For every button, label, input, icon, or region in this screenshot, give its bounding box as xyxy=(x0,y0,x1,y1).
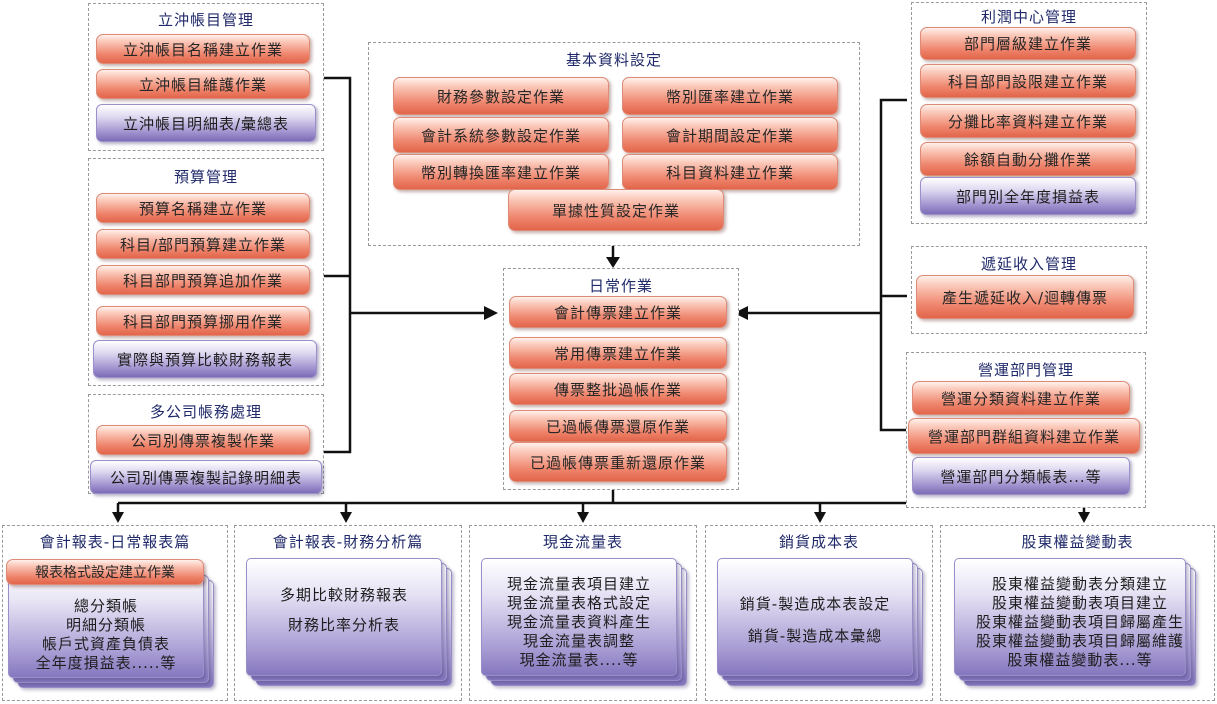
daily-ops-title: 日常作業 xyxy=(588,277,653,295)
report-line[interactable]: 現金流量表格式設定 xyxy=(506,593,651,612)
allocation-ratio-button[interactable]: 分攤比率資料建立作業 xyxy=(920,104,1136,138)
report-line[interactable]: 現金流量表資料產生 xyxy=(506,612,651,631)
cash-flow-title: 現金流量表 xyxy=(542,533,623,551)
cash-flow-stack-front xyxy=(481,558,677,676)
report-line[interactable]: 財務比率分析表 xyxy=(287,616,400,634)
accounting-period-button[interactable]: 會計期間設定作業 xyxy=(622,117,838,153)
currency-conversion-button[interactable]: 幣別轉換匯率建立作業 xyxy=(393,154,609,190)
budget-name-setup-button[interactable]: 預算名稱建立作業 xyxy=(96,193,310,223)
currency-rate-button[interactable]: 幣別匯率建立作業 xyxy=(622,77,838,115)
daily-reports-title: 會計報表-日常報表篇 xyxy=(39,533,191,551)
report-line[interactable]: 股東權益變動表項目歸屬維護 xyxy=(975,631,1184,650)
budget-title: 預算管理 xyxy=(173,168,238,186)
daily-reports-list: 總分類帳 明細分類帳 帳戶式資產負債表 全年度損益表.....等 xyxy=(8,592,204,678)
report-line[interactable]: 多期比較財務報表 xyxy=(279,586,408,604)
multi-company-title: 多公司帳務處理 xyxy=(149,403,262,421)
common-voucher-button[interactable]: 常用傳票建立作業 xyxy=(509,337,727,369)
basic-settings-title: 基本資料設定 xyxy=(565,51,662,69)
report-line[interactable]: 全年度損益表.....等 xyxy=(35,654,177,672)
segment-ledger-report-button[interactable]: 營運部門分類帳表...等 xyxy=(912,457,1130,495)
financial-analysis-list: 多期比較財務報表 財務比率分析表 xyxy=(246,580,442,640)
unpost-voucher-button[interactable]: 已過帳傳票還原作業 xyxy=(509,410,727,442)
batch-posting-button[interactable]: 傳票整批過帳作業 xyxy=(509,373,727,405)
equity-change-stack-front xyxy=(954,558,1186,676)
financial-params-button[interactable]: 財務參數設定作業 xyxy=(393,77,609,115)
report-line[interactable]: 股東權益變動表項目建立 xyxy=(991,593,1168,612)
report-line[interactable]: 銷貨-製造成本表設定 xyxy=(739,595,891,613)
deferred-revenue-title: 遞延收入管理 xyxy=(980,255,1077,273)
deferred-revenue-voucher-button[interactable]: 產生遞延收入/迴轉傳票 xyxy=(916,275,1134,319)
budget-add-button[interactable]: 科目部門預算追加作業 xyxy=(96,265,310,295)
budget-report-button[interactable]: 實際與預算比較財務報表 xyxy=(93,340,317,378)
daily-reports-stack-front xyxy=(8,570,204,678)
document-type-button[interactable]: 單據性質設定作業 xyxy=(508,189,724,231)
report-format-setup-button[interactable]: 報表格式設定建立作業 xyxy=(6,559,204,585)
dept-pnl-report-button[interactable]: 部門別全年度損益表 xyxy=(920,177,1136,215)
repost-voucher-button[interactable]: 已過帳傳票重新還原作業 xyxy=(509,442,727,482)
ledger-maintenance-button[interactable]: 立沖帳目維護作業 xyxy=(96,69,310,99)
company-voucher-log-button[interactable]: 公司別傳票複製記錄明細表 xyxy=(90,460,322,494)
report-line[interactable]: 總分類帳 xyxy=(73,597,138,615)
account-dept-limit-button[interactable]: 科目部門設限建立作業 xyxy=(920,64,1136,98)
voucher-create-button[interactable]: 會計傳票建立作業 xyxy=(509,296,727,328)
auto-allocation-button[interactable]: 餘額自動分攤作業 xyxy=(920,142,1136,176)
profit-center-title: 利潤中心管理 xyxy=(980,8,1077,26)
equity-change-title: 股東權益變動表 xyxy=(1021,533,1134,551)
report-line[interactable]: 股東權益變動表項目歸屬產生 xyxy=(975,612,1184,631)
report-line[interactable]: 股東權益變動表...等 xyxy=(1007,650,1153,669)
ledger-title: 立沖帳目管理 xyxy=(157,11,254,29)
cash-flow-list: 現金流量表項目建立 現金流量表格式設定 現金流量表資料產生 現金流量表調整 現金… xyxy=(481,572,677,672)
report-line[interactable]: 現金流量表項目建立 xyxy=(506,574,651,593)
cogs-list: 銷貨-製造成本表設定 銷貨-製造成本彙總 xyxy=(717,588,913,652)
accounting-params-button[interactable]: 會計系統參數設定作業 xyxy=(393,117,609,153)
report-line[interactable]: 現金流量表....等 xyxy=(519,650,639,669)
budget-transfer-button[interactable]: 科目部門預算挪用作業 xyxy=(96,306,310,336)
segment-group-button[interactable]: 營運部門群組資料建立作業 xyxy=(908,418,1140,454)
account-data-button[interactable]: 科目資料建立作業 xyxy=(622,154,838,190)
cogs-title: 銷貨成本表 xyxy=(778,533,859,551)
report-line[interactable]: 明細分類帳 xyxy=(65,616,146,634)
report-line[interactable]: 股東權益變動表分類建立 xyxy=(991,574,1168,593)
financial-analysis-stack-front xyxy=(246,558,442,676)
operating-segment-title: 營運部門管理 xyxy=(977,361,1074,379)
budget-dept-setup-button[interactable]: 科目/部門預算建立作業 xyxy=(96,229,310,259)
report-line[interactable]: 帳戶式資產負債表 xyxy=(41,635,170,653)
report-line[interactable]: 銷貨-製造成本彙總 xyxy=(747,627,883,645)
dept-level-button[interactable]: 部門層級建立作業 xyxy=(920,27,1136,60)
report-line[interactable]: 現金流量表調整 xyxy=(522,631,635,650)
financial-analysis-title: 會計報表-財務分析篇 xyxy=(272,533,424,551)
ledger-name-setup-button[interactable]: 立沖帳目名稱建立作業 xyxy=(96,34,310,64)
company-voucher-copy-button[interactable]: 公司別傳票複製作業 xyxy=(96,425,310,455)
cogs-stack-front xyxy=(717,558,913,676)
segment-category-button[interactable]: 營運分類資料建立作業 xyxy=(912,381,1130,415)
ledger-report-button[interactable]: 立沖帳目明細表/彙總表 xyxy=(96,104,316,142)
equity-change-list: 股東權益變動表分類建立 股東權益變動表項目建立 股東權益變動表項目歸屬產生 股東… xyxy=(950,572,1210,672)
